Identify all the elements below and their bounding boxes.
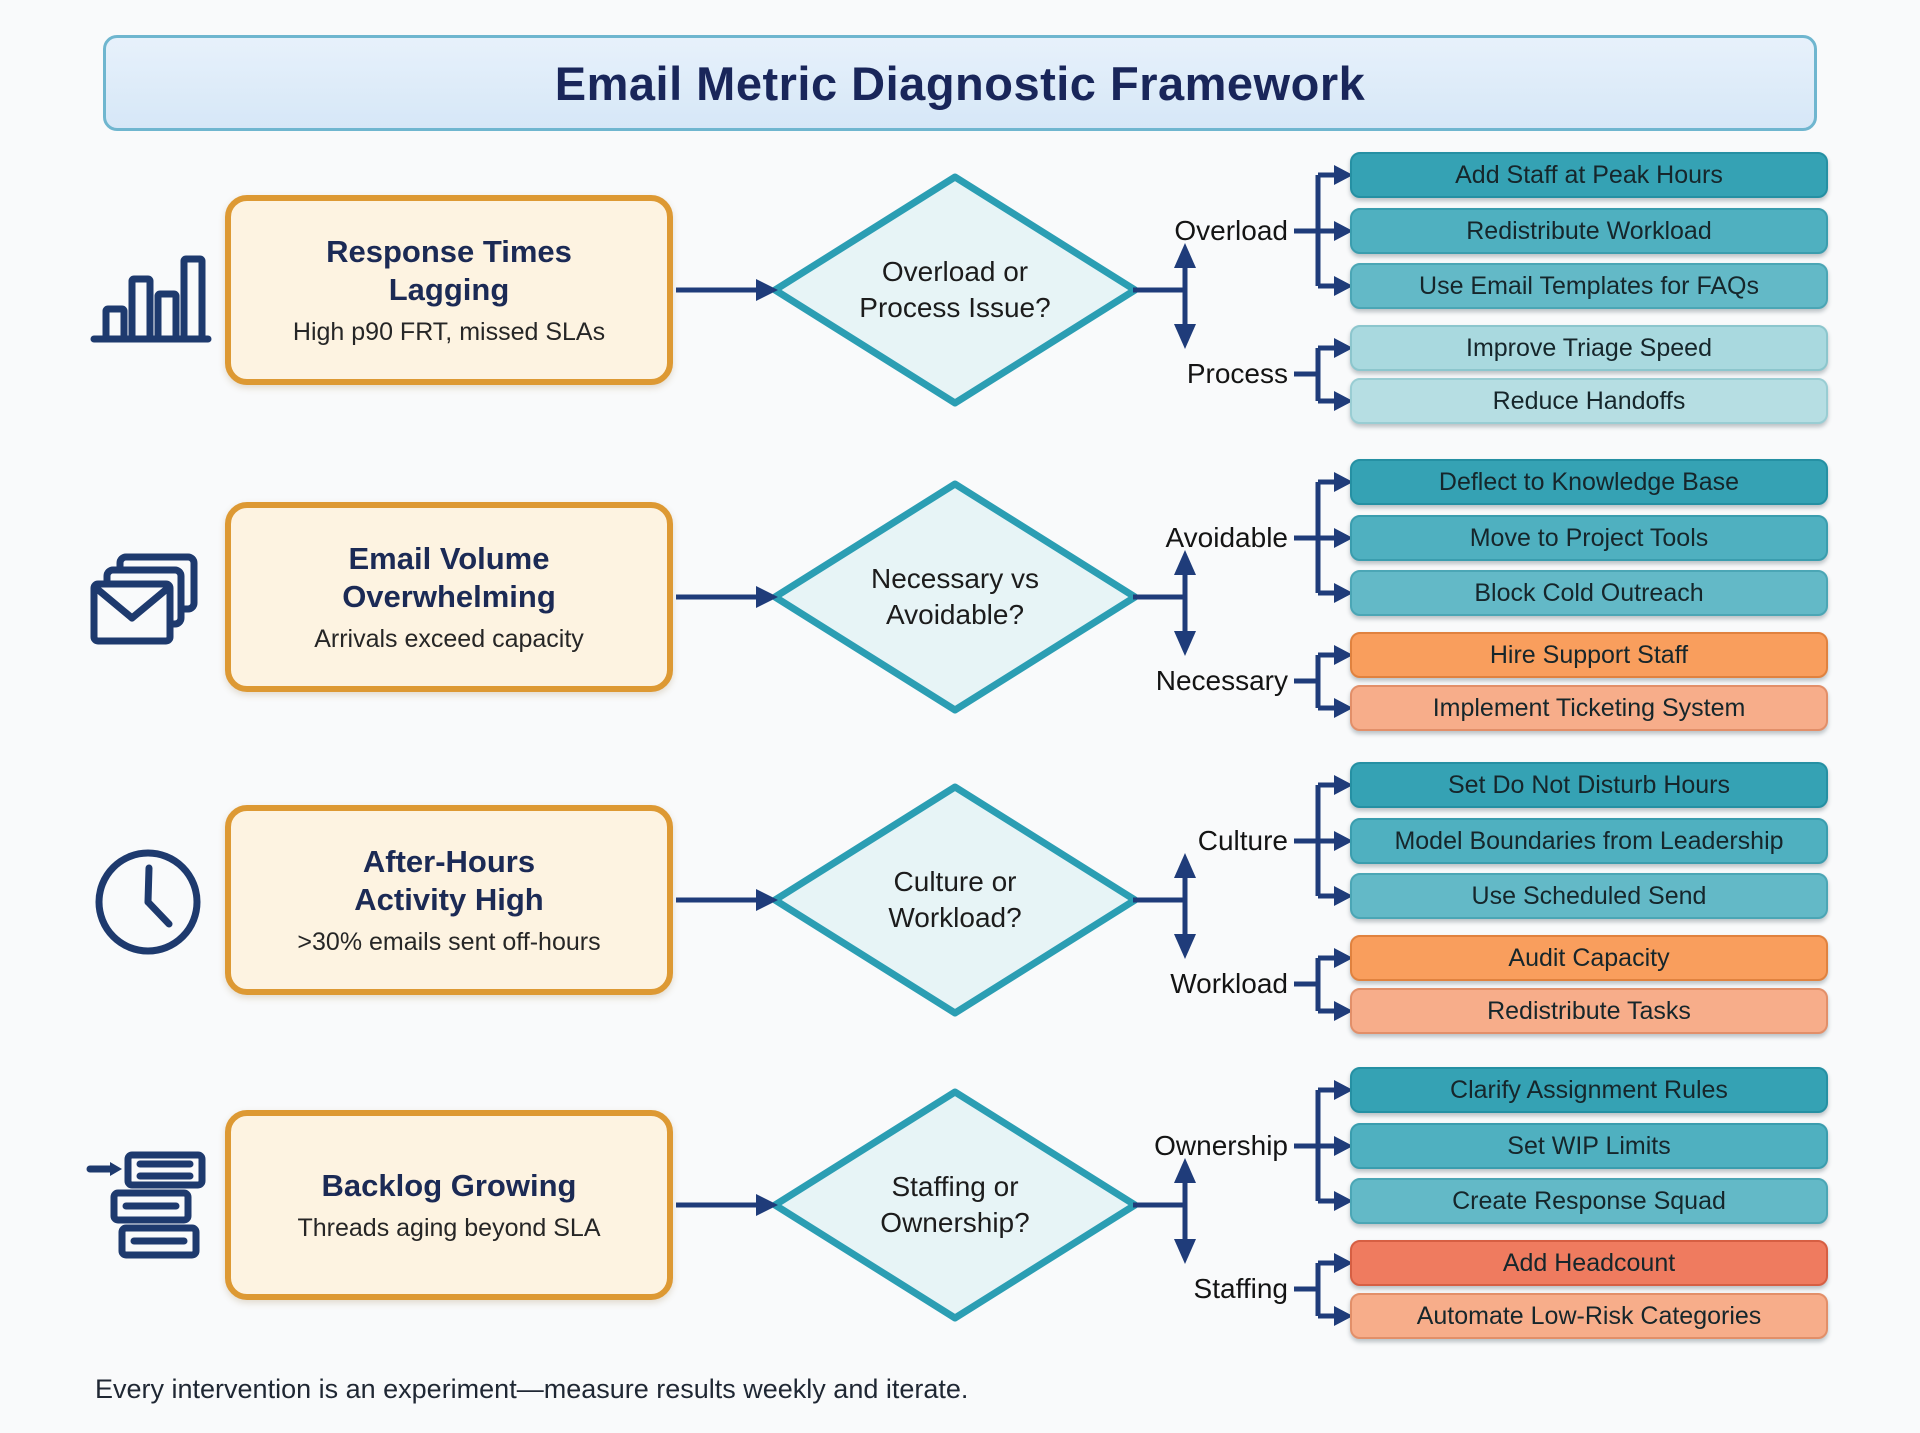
branch-label-workload: Workload <box>1170 968 1288 999</box>
question-line-2: Avoidable? <box>885 599 1025 630</box>
problem-title-line2: Lagging <box>388 272 510 307</box>
page-title-bar: Email Metric Diagnostic Framework <box>103 35 1817 131</box>
branch-label-ownership: Ownership <box>1154 1130 1288 1161</box>
question-line-1: Staffing or <box>891 1170 1019 1202</box>
action-box: Block Cold Outreach <box>1350 570 1828 616</box>
problem-title: Backlog Growing <box>321 1168 577 1204</box>
backlog-icon <box>86 1149 216 1264</box>
action-box: Add Headcount <box>1350 1240 1828 1286</box>
decision-diamond-label: Overload or Process Issue? <box>815 248 1095 332</box>
question-line-1: Culture or <box>893 865 1017 897</box>
question-line-2: Process Issue? <box>859 292 1051 323</box>
action-box: Clarify Assignment Rules <box>1350 1067 1828 1113</box>
branch-label-avoidable: Avoidable <box>1165 522 1288 553</box>
action-box: Create Response Squad <box>1350 1178 1828 1224</box>
action-box: Add Staff at Peak Hours <box>1350 152 1828 198</box>
problem-card: Response Times Lagging High p90 FRT, mis… <box>225 195 673 385</box>
problem-title: Response Times <box>326 234 572 270</box>
problem-subtitle: High p90 FRT, missed SLAs <box>292 317 606 346</box>
branch-label-staffing: Staffing <box>1193 1273 1288 1304</box>
problem-subtitle: Threads aging beyond SLA <box>297 1213 601 1242</box>
branch-label-overload: Overload <box>1174 215 1288 246</box>
action-box: Improve Triage Speed <box>1350 325 1828 371</box>
question-line-2: Ownership? <box>880 1207 1030 1238</box>
action-box: Use Scheduled Send <box>1350 873 1828 919</box>
action-box: Use Email Templates for FAQs <box>1350 263 1828 309</box>
question-line-1: Overload or <box>881 255 1029 287</box>
branch-label-necessary: Necessary <box>1155 665 1288 696</box>
action-box: Automate Low-Risk Categories <box>1350 1293 1828 1339</box>
action-box: Redistribute Workload <box>1350 208 1828 254</box>
problem-title-line2: Activity High <box>354 882 544 917</box>
problem-card: After-Hours Activity High >30% emails se… <box>225 805 673 995</box>
action-box: Model Boundaries from Leadership <box>1350 818 1828 864</box>
problem-title: Email Volume <box>348 541 550 577</box>
decision-diamond-label: Staffing or Ownership? <box>815 1163 1095 1247</box>
action-box: Set Do Not Disturb Hours <box>1350 762 1828 808</box>
problem-card: Email Volume Overwhelming Arrivals excee… <box>225 502 673 692</box>
action-box: Hire Support Staff <box>1350 632 1828 678</box>
bar-chart-icon <box>86 234 216 349</box>
problem-subtitle: >30% emails sent off-hours <box>297 927 601 956</box>
problem-card: Backlog Growing Threads aging beyond SLA <box>225 1110 673 1300</box>
problem-title: After-Hours <box>362 844 536 880</box>
branch-label-process: Process <box>1186 358 1288 389</box>
footer-note: Every intervention is an experiment—meas… <box>95 1374 969 1404</box>
problem-title-line2: Overwhelming <box>342 579 556 614</box>
action-box: Implement Ticketing System <box>1350 685 1828 731</box>
action-box: Reduce Handoffs <box>1350 378 1828 424</box>
clock-icon <box>86 844 216 959</box>
question-line-2: Workload? <box>888 902 1022 933</box>
action-box: Audit Capacity <box>1350 935 1828 981</box>
action-box: Deflect to Knowledge Base <box>1350 459 1828 505</box>
action-box: Move to Project Tools <box>1350 515 1828 561</box>
action-box: Redistribute Tasks <box>1350 988 1828 1034</box>
action-box: Set WIP Limits <box>1350 1123 1828 1169</box>
decision-diamond-label: Necessary vs Avoidable? <box>815 555 1095 639</box>
problem-subtitle: Arrivals exceed capacity <box>314 624 584 653</box>
question-line-1: Necessary vs <box>870 562 1040 594</box>
branch-label-culture: Culture <box>1197 825 1288 856</box>
page-title: Email Metric Diagnostic Framework <box>554 56 1366 110</box>
decision-diamond-label: Culture or Workload? <box>815 858 1095 942</box>
envelopes-icon <box>86 541 216 656</box>
